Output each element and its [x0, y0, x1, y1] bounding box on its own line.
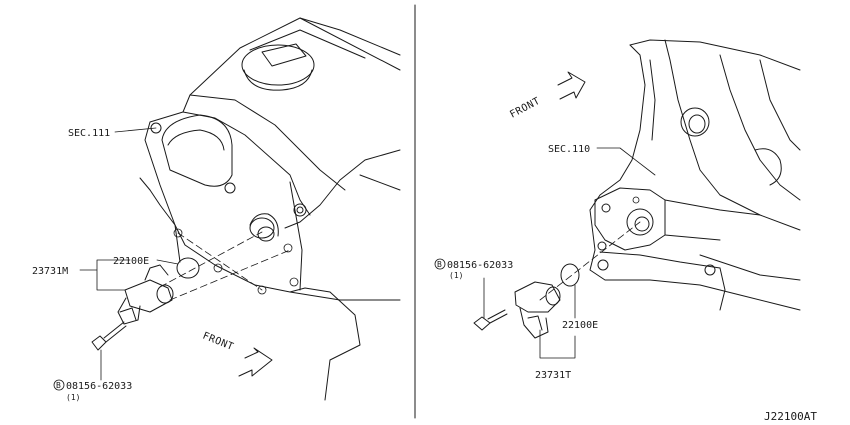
right-bolt-marker: B — [434, 258, 446, 270]
right-sensor-label: 23731T — [535, 370, 571, 381]
left-bolt-label: 08156-62033 — [66, 381, 132, 392]
left-bolt — [91, 321, 127, 351]
svg-text:B: B — [437, 260, 442, 269]
right-bolt-label: 08156-62033 — [447, 260, 513, 271]
left-leaders — [79, 127, 179, 381]
left-assembly-lines — [159, 231, 291, 301]
svg-text:B: B — [56, 381, 61, 390]
left-sensor-label: 23731M — [32, 266, 68, 277]
right-o-ring — [560, 263, 580, 287]
right-seal-label: 22100E — [562, 320, 598, 331]
left-seal-label: 22100E — [113, 256, 149, 267]
left-o-ring — [176, 257, 200, 279]
left-bolt-marker: B — [53, 379, 65, 391]
right-front-label: FRONT — [508, 96, 542, 121]
right-leaders — [483, 147, 656, 359]
left-sec-label: SEC.111 — [68, 128, 110, 139]
right-bolt — [473, 309, 508, 331]
right-bolt-qty: (1) — [449, 271, 463, 280]
right-engine-block — [589, 39, 801, 311]
left-position-sensor — [117, 264, 174, 325]
right-sec-label: SEC.110 — [548, 144, 590, 155]
left-front-label: FRONT — [201, 331, 235, 353]
diagram-code: J22100AT — [764, 410, 817, 423]
right-position-sensor — [514, 281, 561, 339]
left-engine-head — [139, 17, 401, 401]
left-front-arrow — [238, 347, 273, 377]
right-front-arrow — [557, 71, 586, 100]
right-assembly-line — [539, 221, 641, 301]
left-bolt-qty: (1) — [66, 393, 80, 402]
